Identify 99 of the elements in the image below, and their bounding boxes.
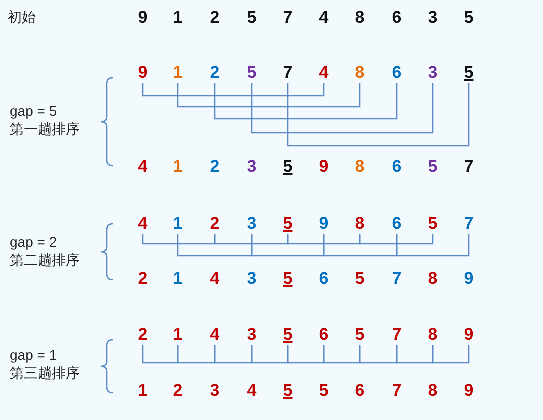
connector-line [396, 345, 434, 364]
number: 4 [314, 8, 334, 28]
connector-line [323, 345, 361, 364]
number: 1 [168, 63, 188, 83]
number: 6 [314, 269, 334, 289]
number: 5 [459, 8, 479, 28]
number: 2 [133, 269, 153, 289]
number: 1 [133, 381, 153, 401]
number: 2 [205, 63, 225, 83]
number: 5 [278, 157, 298, 177]
number: 4 [242, 381, 262, 401]
connector-line [396, 234, 470, 257]
number: 9 [459, 325, 479, 345]
row-label: gap = 1 [10, 347, 58, 363]
connector-line [287, 83, 470, 147]
number: 9 [314, 214, 334, 234]
number: 5 [242, 63, 262, 83]
number: 7 [387, 325, 407, 345]
number: 2 [205, 8, 225, 28]
connector-line [177, 234, 253, 257]
number: 8 [423, 381, 443, 401]
number: 1 [168, 269, 188, 289]
number: 7 [387, 381, 407, 401]
row-label: gap = 2 [10, 234, 58, 250]
row-label: 第三趟排序 [10, 365, 80, 383]
connector-line [142, 345, 179, 364]
number: 7 [387, 269, 407, 289]
connector-line [251, 234, 325, 257]
number: 3 [423, 63, 443, 83]
number: 7 [278, 8, 298, 28]
number: 1 [168, 8, 188, 28]
connector-line [142, 234, 216, 245]
connector-line [432, 345, 470, 364]
number: 4 [133, 214, 153, 234]
number: 6 [314, 325, 334, 345]
connector-line [251, 345, 289, 364]
number: 9 [133, 8, 153, 28]
number: 4 [314, 63, 334, 83]
number: 9 [459, 269, 479, 289]
number: 4 [133, 157, 153, 177]
row-label: 第一趟排序 [10, 121, 80, 139]
number: 9 [314, 157, 334, 177]
row-label: 初始 [8, 9, 36, 27]
number: 3 [242, 269, 262, 289]
connector-line [251, 83, 434, 134]
number: 5 [350, 325, 370, 345]
number: 3 [242, 214, 262, 234]
number: 6 [387, 8, 407, 28]
connector-line [323, 234, 398, 257]
number: 5 [242, 8, 262, 28]
number: 2 [133, 325, 153, 345]
number: 1 [168, 325, 188, 345]
number: 8 [350, 8, 370, 28]
number: 5 [278, 325, 298, 345]
connector-line [214, 234, 289, 245]
number: 5 [459, 63, 479, 83]
number: 1 [168, 214, 188, 234]
number: 8 [423, 325, 443, 345]
number: 8 [350, 63, 370, 83]
connector-line [359, 345, 398, 364]
number: 4 [205, 325, 225, 345]
row-label: gap = 5 [10, 103, 58, 119]
connector-line [177, 83, 361, 108]
connector-line [287, 234, 361, 245]
number: 5 [423, 157, 443, 177]
number: 7 [459, 214, 479, 234]
number: 3 [423, 8, 443, 28]
number: 3 [242, 325, 262, 345]
number: 2 [205, 214, 225, 234]
number: 8 [423, 269, 443, 289]
number: 7 [278, 63, 298, 83]
number: 2 [205, 157, 225, 177]
connector-line [177, 345, 216, 364]
number: 8 [350, 214, 370, 234]
connector-line [142, 83, 325, 97]
number: 6 [387, 157, 407, 177]
number: 6 [387, 214, 407, 234]
number: 5 [278, 214, 298, 234]
number: 4 [205, 269, 225, 289]
number: 5 [278, 269, 298, 289]
number: 9 [133, 63, 153, 83]
number: 5 [423, 214, 443, 234]
number: 7 [459, 157, 479, 177]
number: 6 [387, 63, 407, 83]
number: 5 [314, 381, 334, 401]
number: 2 [168, 381, 188, 401]
number: 6 [350, 381, 370, 401]
number: 5 [278, 381, 298, 401]
connector-line [359, 234, 434, 245]
number: 9 [459, 381, 479, 401]
row-label: 第二趟排序 [10, 252, 80, 270]
connector-line [287, 345, 325, 364]
number: 1 [168, 157, 188, 177]
number: 3 [242, 157, 262, 177]
number: 5 [350, 269, 370, 289]
connector-line [214, 83, 398, 120]
number: 3 [205, 381, 225, 401]
connector-line [214, 345, 253, 364]
number: 8 [350, 157, 370, 177]
